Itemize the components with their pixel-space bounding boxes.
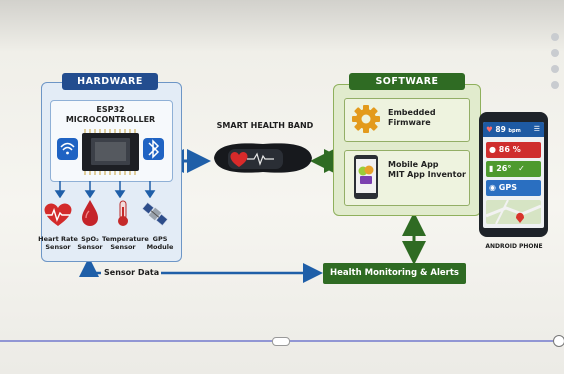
mcu-type: MICROCONTROLLER [65,115,156,124]
phone-map [485,199,542,225]
drop-icon: ● [489,145,496,154]
satellite-icon [142,202,168,226]
mobile-app-line: Mobile App [388,160,439,169]
mobile-app-label: Mobile App MIT App Inventor [388,160,466,180]
health-monitoring-box: Health Monitoring & Alerts [323,263,466,284]
software-title: SOFTWARE [349,73,465,90]
band-label: SMART HEALTH BAND [216,121,314,130]
mobile-app-icon [354,155,378,199]
menu-icon[interactable]: ☰ [533,125,540,133]
sensor-label: Heart Rate [38,235,78,243]
phone-gps: GPS [498,183,517,192]
firmware-line: Firmware [388,118,431,127]
slide-dot[interactable] [551,81,559,89]
wifi-icon [57,138,78,160]
blood-drop-icon [82,200,98,226]
sensor-label: Sensor [77,243,103,251]
sensor-label: Temperature [102,235,149,243]
phone-label: ANDROID PHONE [485,243,543,250]
firmware-line: Embedded [388,108,436,117]
phone-gps-row: ◉ GPS [486,180,541,196]
thermometer-small-icon: ▮ [489,164,494,173]
hardware-title: HARDWARE [62,73,158,90]
sensor-heart-rate: Heart Rate Sensor [38,235,78,251]
sensor-arrows [54,181,156,198]
slide-dot[interactable] [551,49,559,57]
sensor-label: GPS [152,235,168,243]
slide-dot[interactable] [551,65,559,73]
sensor-data-label: Sensor Data [104,268,160,277]
thermometer-icon [118,200,128,226]
phone-bpm: 89 [495,125,506,134]
check-icon: ✓ [518,164,525,173]
sensor-label: Sensor [45,243,71,251]
scrub-handle[interactable] [272,337,290,346]
sensor-label: Module [146,243,174,251]
mcu-label: ESP32 MICROCONTROLLER [50,105,171,125]
sensor-spo2: SpO₂ Sensor [75,235,105,251]
esp32-board-icon [57,129,164,175]
smart-band-icon [214,143,312,173]
phone-screen: ♥ 89 bpm ☰ ● 86 % ▮ 26° ✓ ◉ GPS [483,122,544,228]
slide-dot[interactable] [551,33,559,41]
heart-icon: ♥ [486,125,493,134]
mobile-app-line: MIT App Inventor [388,170,466,179]
phone-spo2: 86 % [498,145,521,154]
mcu-name: ESP32 [96,105,125,114]
firmware-label: Embedded Firmware [388,108,436,128]
phone-temp-row: ▮ 26° ✓ [486,161,541,177]
phone-header: ♥ 89 bpm ☰ [483,122,544,137]
sensor-gps: GPS Module [144,235,176,251]
phone-temp: 26° [496,164,512,173]
slider-knob[interactable] [553,335,564,347]
map-icon [485,199,542,225]
phone-bpm-unit: bpm [508,128,521,134]
phone-spo2-row: ● 86 % [486,142,541,158]
sensor-label: SpO₂ [81,235,99,243]
sensor-label: Sensor [110,243,136,251]
pin-icon: ◉ [489,183,496,192]
sensor-temperature: Temperature Sensor [102,235,149,251]
sensor-data-return-arrow [79,257,101,277]
heart-pulse-icon [44,203,72,226]
gear-icon [352,105,380,133]
